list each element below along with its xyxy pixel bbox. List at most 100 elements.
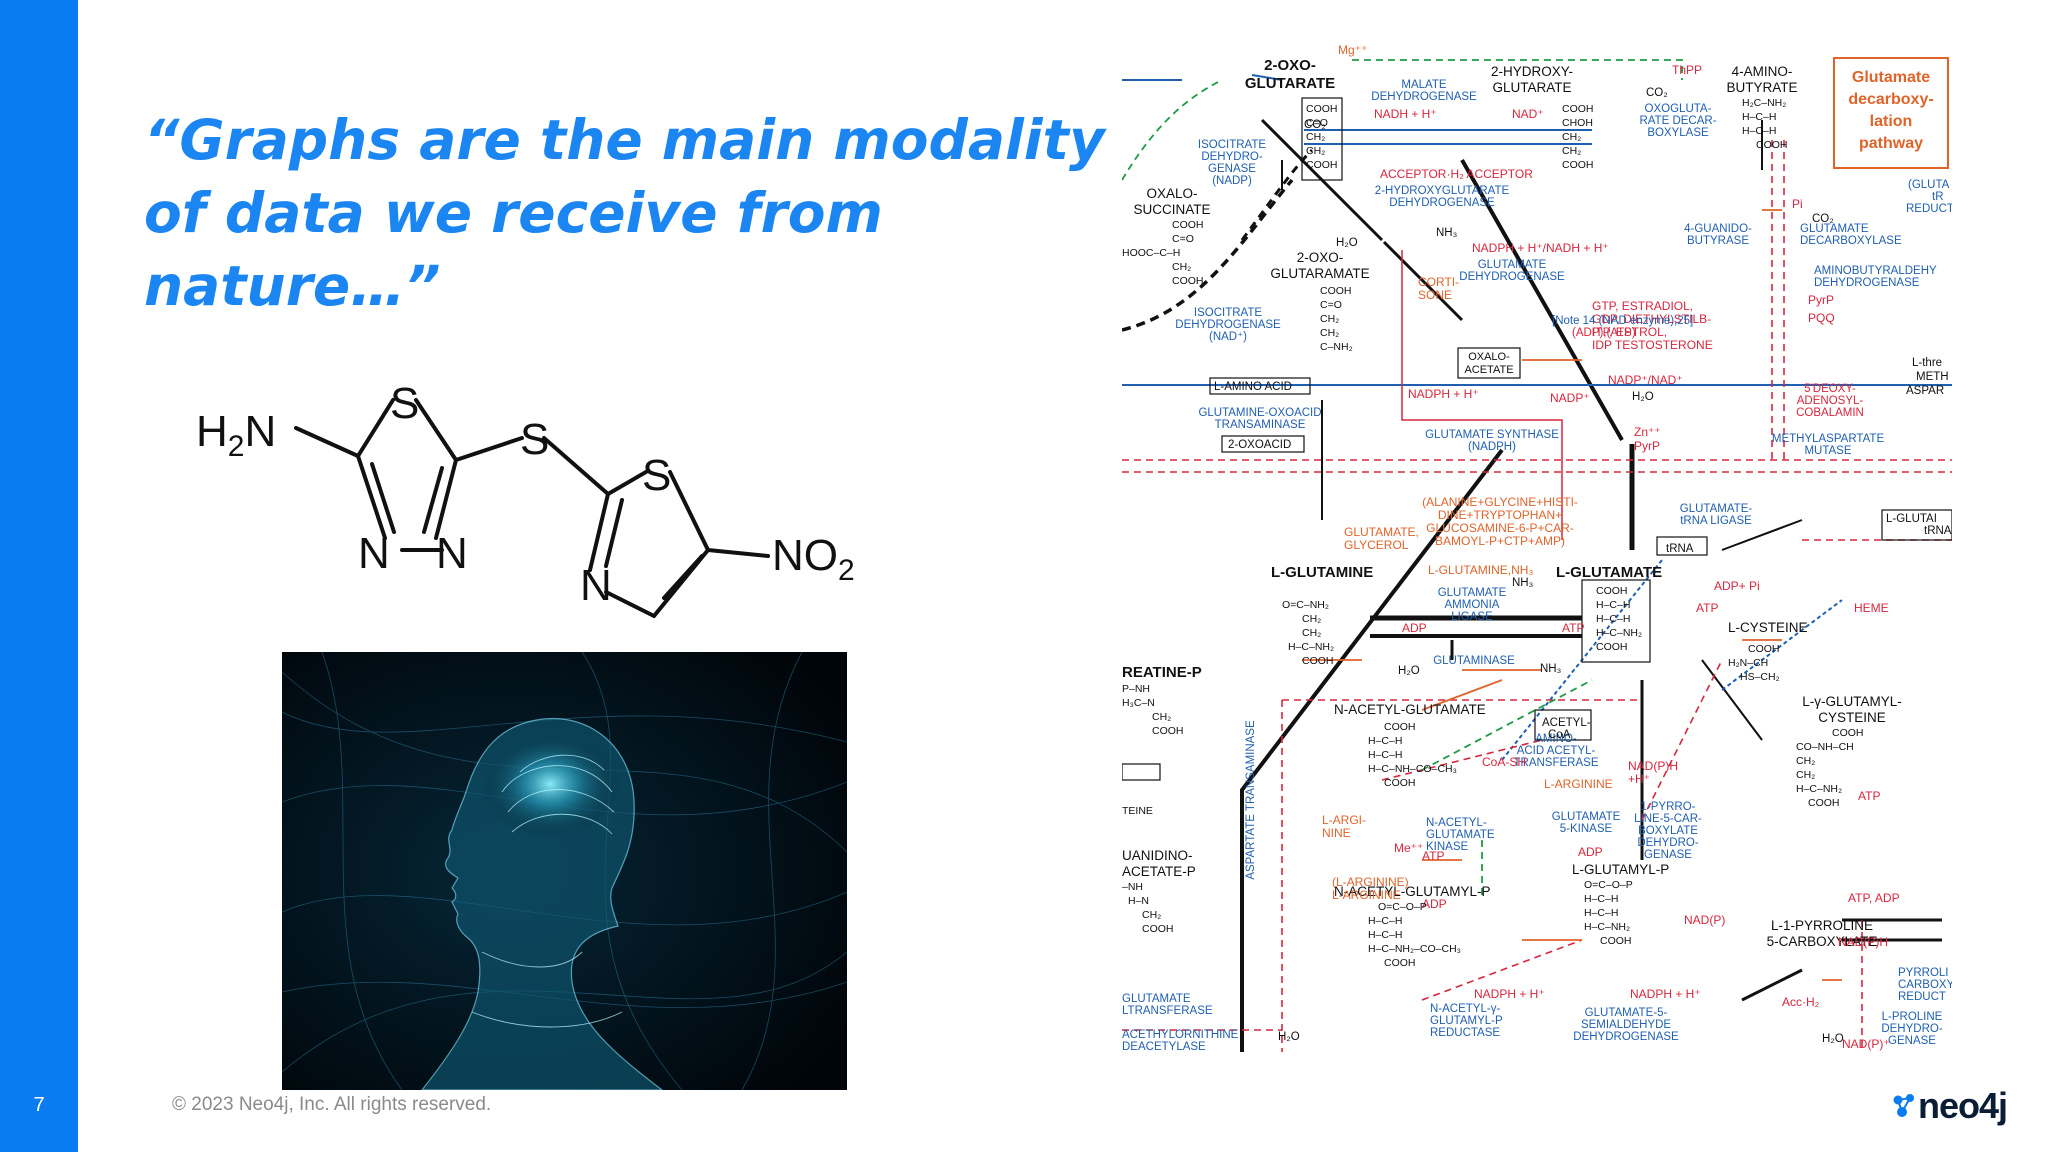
label-acetyl-coa-2: CoA bbox=[1548, 729, 1571, 741]
label-h2o-2: H₂O bbox=[1336, 237, 1358, 249]
cofactor-atp-adp: ATP, ADP bbox=[1848, 891, 1900, 905]
node-hydroxyglutarate-1: 2-HYDROXY- bbox=[1491, 64, 1573, 79]
quote-line-2: of data we receive from bbox=[144, 181, 883, 245]
label-pyrroline-reduc-1: PYRROLI bbox=[1898, 967, 1949, 979]
enzyme-aminobutyraldehyde-2: DEHYDROGENASE bbox=[1814, 277, 1920, 289]
cofactor-nadp-nad: NADP⁺/NAD⁺ bbox=[1608, 373, 1683, 387]
svg-text:O=C–O–P: O=C–O–P bbox=[1584, 879, 1633, 891]
atom-n2: N bbox=[436, 529, 468, 578]
svg-text:O=C–O–P: O=C–O–P bbox=[1378, 901, 1427, 913]
svg-text:O=C–NH₂: O=C–NH₂ bbox=[1282, 599, 1329, 611]
quote-line-3: nature…” bbox=[144, 254, 441, 318]
svg-text:CH₂: CH₂ bbox=[1172, 261, 1191, 273]
enzyme-hydroxyglutarate-2: DEHYDROGENASE bbox=[1389, 197, 1495, 209]
cofactor-nadph-plus: +H⁺ bbox=[1628, 772, 1650, 786]
svg-text:CH₂: CH₂ bbox=[1562, 145, 1581, 157]
neo4j-logo-text: neo4j bbox=[1918, 1085, 2008, 1126]
cofactor-arginine-pair-2: L-ARGININE bbox=[1332, 888, 1401, 902]
label-h2o-1: H₂O bbox=[1632, 391, 1654, 403]
cofactor-atp-4: ATP bbox=[1422, 849, 1444, 863]
svg-text:CH₂: CH₂ bbox=[1320, 313, 1339, 325]
label-nh3-3: NH₃ bbox=[1540, 663, 1562, 675]
label-pyrroline-reduc-2: CARBOXY bbox=[1898, 979, 1952, 991]
atom-h2n: H2N bbox=[196, 407, 276, 463]
node-oxaloacetate-2: ACETATE bbox=[1464, 364, 1513, 376]
enzyme-oxoglutarate-decarb-2: RATE DECAR- bbox=[1639, 115, 1716, 127]
svg-text:C–NH₂: C–NH₂ bbox=[1320, 341, 1353, 353]
enzyme-glutamate-transferase-1: GLUTAMATE bbox=[1122, 993, 1191, 1005]
label-gluta-right-3: REDUCT bbox=[1906, 203, 1952, 215]
cofactor-mg: Mg⁺⁺ bbox=[1338, 43, 1367, 57]
svg-text:CHOH: CHOH bbox=[1562, 117, 1593, 129]
label-h2o-5: H₂O bbox=[1822, 1033, 1844, 1045]
label-l-glutai-2: tRNA bbox=[1924, 525, 1952, 537]
svg-text:H–N: H–N bbox=[1128, 895, 1149, 907]
node-aminobutyrate-1: 4-AMINO- bbox=[1732, 64, 1793, 79]
enzyme-isocitrate-2: DEHYDRO- bbox=[1201, 151, 1263, 163]
svg-text:CH₂: CH₂ bbox=[1562, 131, 1581, 143]
cofactor-nadph-h-3: NADPH + H⁺ bbox=[1630, 987, 1701, 1001]
enzyme-isocitrate-nad-2: DEHYDROGENASE bbox=[1175, 319, 1281, 331]
label-pyrroline-reduc-3: REDUCT bbox=[1898, 991, 1946, 1003]
node-l-glutamine: L-GLUTAMINE bbox=[1271, 564, 1373, 581]
enzyme-deacetylase-2: DEACETYLASE bbox=[1122, 1041, 1206, 1052]
enzyme-trna-ligase-2: tRNA LIGASE bbox=[1680, 515, 1752, 527]
cofactor-glutamine-nh3: L-GLUTAMINE,NH₃ bbox=[1428, 563, 1533, 577]
atom-s1: S bbox=[390, 379, 419, 428]
enzyme-deoxyadenosyl-2: ADENOSYL- bbox=[1797, 395, 1864, 407]
label-l-glutai-1: L-GLUTAI bbox=[1886, 513, 1937, 525]
svg-text:COOH: COOH bbox=[1172, 219, 1204, 231]
enzyme-semialdehyde-2: SEMIALDEHYDE bbox=[1581, 1019, 1671, 1031]
node-l-cysteine: L-CYSTEINE bbox=[1728, 620, 1808, 635]
svg-text:H–C–H: H–C–H bbox=[1596, 613, 1630, 625]
atom-s-bridge: S bbox=[520, 415, 549, 464]
svg-text:HOOC–C–H: HOOC–C–H bbox=[1122, 247, 1180, 259]
node-hydroxyglutarate-2: GLUTARATE bbox=[1492, 80, 1571, 95]
cofactor-nadph-nadh: NADPH + H⁺/NADH + H⁺ bbox=[1472, 241, 1609, 255]
label-l-threo-2: METH bbox=[1916, 371, 1949, 383]
svg-text:CH₂: CH₂ bbox=[1142, 909, 1161, 921]
slide-quote: “Graphs are the main modality of data we… bbox=[144, 104, 1105, 323]
enzyme-pyrroline-dh-5: GENASE bbox=[1644, 849, 1692, 861]
svg-text:HS–CH₂: HS–CH₂ bbox=[1740, 671, 1780, 683]
enzyme-nag-kinase-1: N-ACETYL- bbox=[1426, 817, 1487, 829]
molecule-structure: H2N S S S N N N NO2 bbox=[180, 360, 1000, 620]
metabolic-pathway-diagram: Glutamate decarboxy- lation pathway 2-OX… bbox=[1122, 40, 1952, 1052]
cofactor-adp-2: ADP bbox=[1578, 845, 1603, 859]
svg-text:COOH: COOH bbox=[1748, 643, 1780, 655]
node-n-acetyl-glutamate: N-ACETYL-GLUTAMATE bbox=[1334, 702, 1486, 717]
label-2-oxoacid: 2-OXOACID bbox=[1228, 439, 1291, 451]
node-glutamyl-cysteine-1: L-γ-GLUTAMYL- bbox=[1802, 694, 1902, 709]
svg-text:COOH: COOH bbox=[1384, 777, 1416, 789]
cofactor-adp-3: ADP bbox=[1422, 897, 1447, 911]
svg-text:COOH: COOH bbox=[1306, 159, 1338, 171]
label-co2-1: CO₂ bbox=[1304, 119, 1326, 131]
svg-text:CH₂: CH₂ bbox=[1796, 769, 1815, 781]
cofactor-nadph-h-2: NADPH + H⁺ bbox=[1474, 987, 1545, 1001]
enzyme-semialdehyde-1: GLUTAMATE-5- bbox=[1585, 1007, 1668, 1019]
enzyme-isocitrate-1: ISOCITRATE bbox=[1198, 139, 1266, 151]
cofactor-nadp-2: NAD(P) bbox=[1684, 913, 1725, 927]
enzyme-isocitrate-4: (NADP) bbox=[1212, 175, 1252, 187]
svg-text:COOH: COOH bbox=[1596, 585, 1628, 597]
cofactor-l-arginine-side-2: NINE bbox=[1322, 826, 1351, 840]
svg-text:P–NH: P–NH bbox=[1122, 683, 1150, 695]
enzyme-deoxyadenosyl-1: 5'DEOXY- bbox=[1804, 383, 1856, 395]
enzyme-glutamate-dh-1: GLUTAMATE bbox=[1478, 259, 1547, 271]
note-14: [Note 14 (NAD enzyme),25] bbox=[1552, 315, 1693, 327]
cofactor-zn: Zn⁺⁺ bbox=[1634, 425, 1661, 439]
cofactor-arginine-pair-1: (L-ARGININE) bbox=[1332, 875, 1409, 889]
enzyme-pyrroline-dh-3: BOXYLATE bbox=[1638, 825, 1698, 837]
enzyme-glutamate-transferase-2: LTRANSFERASE bbox=[1122, 1005, 1213, 1017]
svg-text:CH₂: CH₂ bbox=[1796, 755, 1815, 767]
node-l-glutamate: L-GLUTAMATE bbox=[1556, 564, 1662, 581]
cofactor-adp-pi: ADP+ Pi bbox=[1714, 579, 1760, 593]
svg-text:CH₂: CH₂ bbox=[1306, 131, 1325, 143]
cofactor-gtp-1: GTP, ESTRADIOL, bbox=[1592, 299, 1693, 313]
node-n-acetyl-glutamyl-p: N-ACETYL-GLUTAMYL-P bbox=[1334, 884, 1491, 899]
svg-text:COOH: COOH bbox=[1596, 641, 1628, 653]
enzyme-acetyltransferase-1: AMINO- bbox=[1535, 733, 1577, 745]
svg-text:COOH: COOH bbox=[1384, 721, 1416, 733]
enzyme-5-kinase-1: GLUTAMATE bbox=[1552, 811, 1621, 823]
atom-n1: N bbox=[358, 529, 390, 578]
